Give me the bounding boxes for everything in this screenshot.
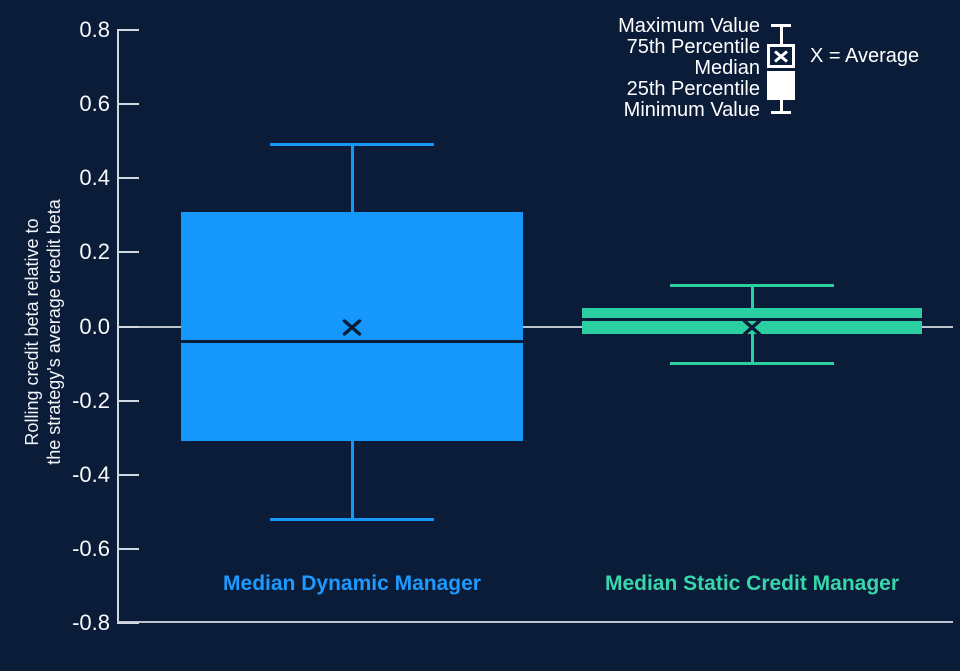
y-axis-tick	[117, 399, 139, 402]
average-x-marker	[342, 318, 362, 336]
y-axis-tick	[117, 547, 139, 550]
whisker-stem-bottom	[350, 441, 354, 520]
legend-label-minimum: Minimum Value	[623, 99, 760, 121]
y-tick-label: 0.8	[79, 17, 110, 43]
whisker-stem-top	[350, 144, 354, 212]
whisker-cap-bottom	[670, 362, 834, 366]
y-tick-label: 0.0	[79, 313, 110, 339]
y-axis-tick	[117, 473, 139, 476]
y-tick-label: -0.8	[72, 609, 110, 635]
legend-label-maximum: Maximum Value	[618, 15, 760, 37]
y-axis-tick	[117, 251, 139, 254]
y-axis-tick	[117, 103, 139, 106]
whisker-cap-top	[670, 284, 834, 288]
legend-glyph-quartile-box	[767, 71, 795, 100]
category-label: Median Dynamic Manager	[223, 572, 481, 595]
whisker-stem-bottom	[750, 333, 754, 364]
legend-label-median: Median	[694, 57, 760, 79]
y-tick-label: -0.2	[72, 387, 110, 413]
y-tick-label: 0.2	[79, 239, 110, 265]
y-axis-tick	[117, 325, 139, 328]
category-label: Median Static Credit Manager	[604, 572, 900, 595]
legend-labels: Maximum Value 75th Percentile Median 25t…	[618, 16, 760, 121]
legend-glyph-top-stem	[780, 24, 783, 44]
legend-glyph-average-box	[767, 44, 795, 68]
whisker-stem-top	[750, 285, 754, 308]
median-line	[582, 317, 922, 321]
y-axis-tick	[117, 177, 139, 180]
y-tick-label: -0.4	[72, 461, 110, 487]
legend-label-75th-percentile: 75th Percentile	[626, 36, 760, 58]
average-x-marker	[742, 318, 762, 336]
legend-glyph-bottom-stem	[780, 100, 783, 111]
legend-x-icon	[774, 49, 788, 63]
y-tick-label: -0.6	[72, 535, 110, 561]
whisker-cap-bottom	[270, 517, 434, 521]
y-axis-tick	[117, 621, 139, 624]
y-tick-label: 0.6	[79, 91, 110, 117]
y-tick-label: 0.4	[79, 165, 110, 191]
legend-glyph-bottom-cap	[771, 111, 791, 114]
legend-label-25th-percentile: 25th Percentile	[626, 78, 760, 100]
y-axis-tick	[117, 29, 139, 32]
x-axis-line	[117, 621, 953, 623]
legend-average-note: X = Average	[810, 45, 920, 67]
box	[582, 307, 922, 334]
median-line	[181, 339, 523, 343]
zero-line	[117, 325, 953, 328]
whisker-cap-top	[270, 143, 434, 147]
